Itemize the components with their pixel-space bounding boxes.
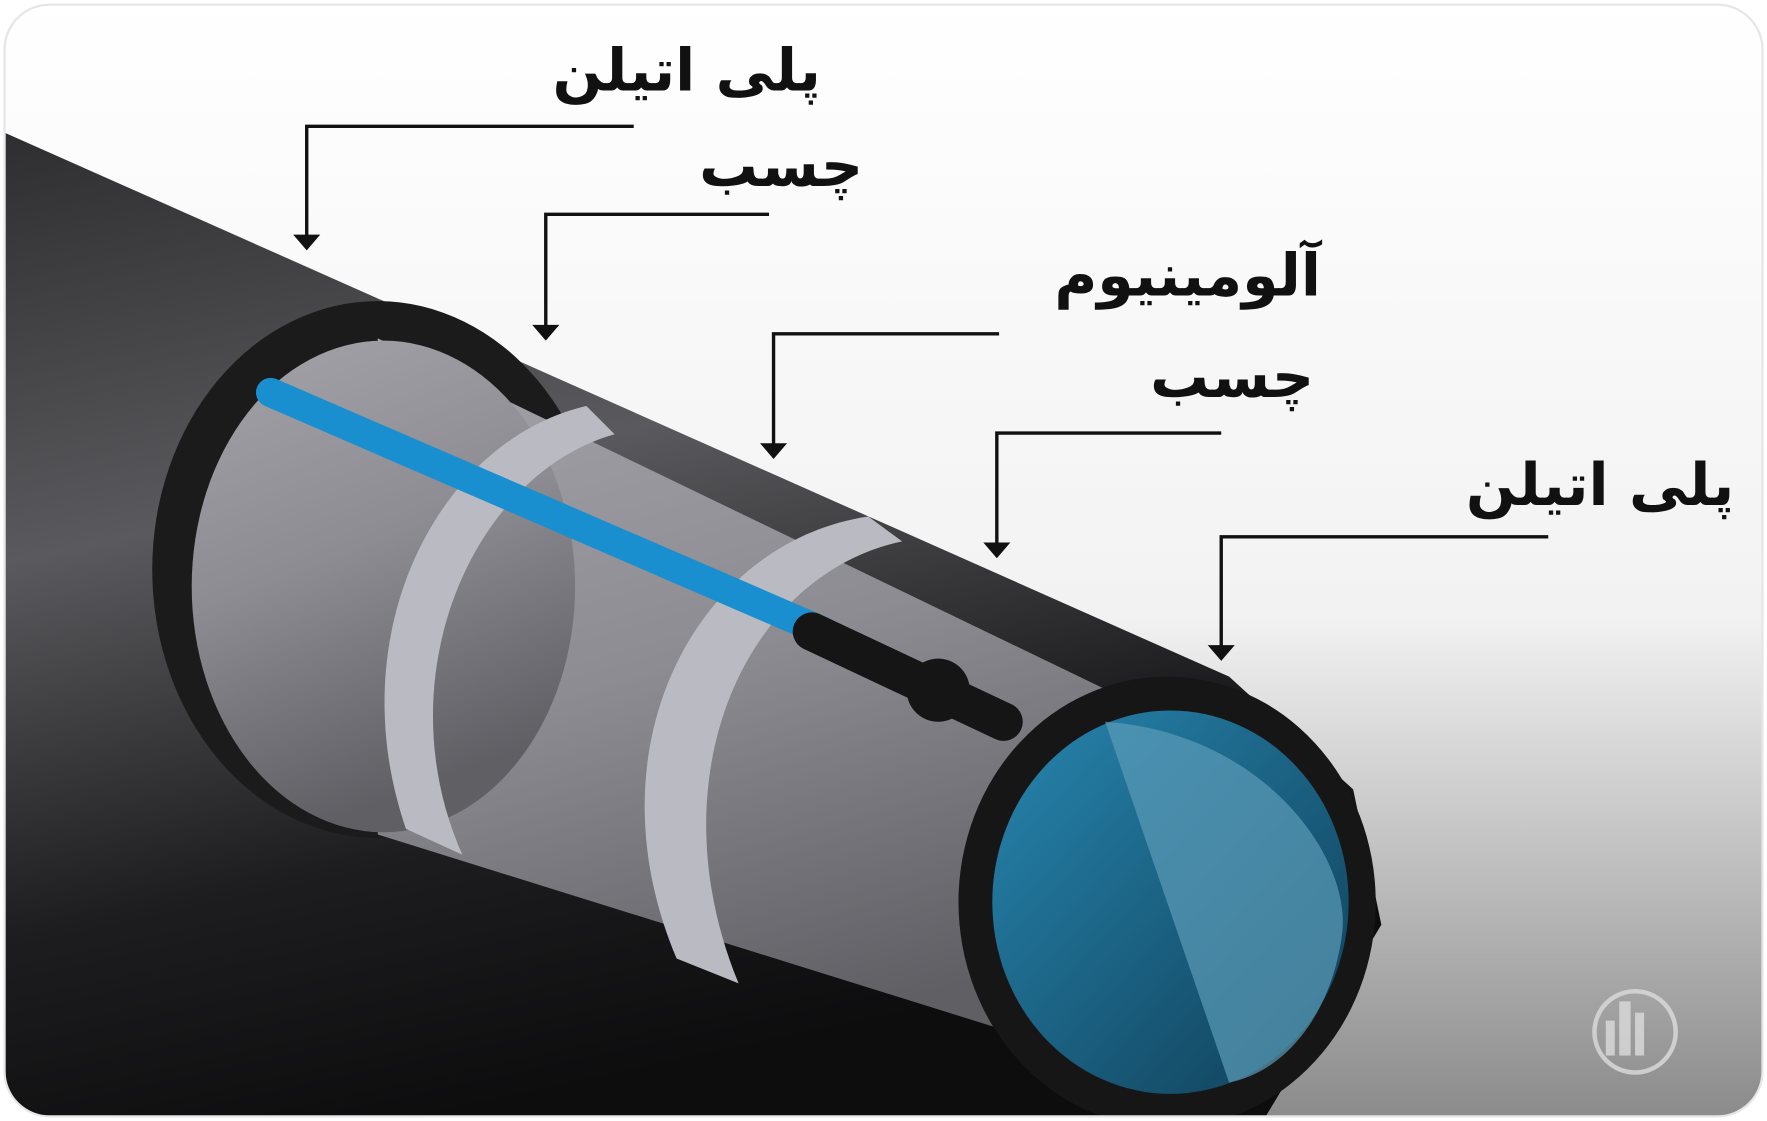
label-text: چسب [1150,343,1314,412]
label-text: چسب [699,132,863,201]
pipe-fitting [792,612,1023,741]
label-text: پلی اتیلن [1466,451,1734,520]
label-text: پلی اتیلن [553,36,821,105]
label-text: آلومینیوم [1054,239,1323,311]
inner-layer-opening [191,340,576,833]
label-outer-adhesive: چسب [532,132,863,341]
label-aluminium: آلومینیوم [760,239,1323,460]
label-inner-adhesive: چسب [983,343,1314,559]
arrow-icon [760,443,788,460]
blue-pex-line [255,377,838,647]
arrow-icon [1207,645,1235,661]
building-logo-icon [1592,989,1678,1075]
arrow-icon [983,542,1011,559]
adhesive-band-1 [384,406,615,855]
arrow-icon [532,324,560,341]
bore-highlight [1105,721,1343,1083]
label-outer-polyethylene: پلی اتیلن [293,36,821,251]
fitting-knob [906,658,970,722]
label-inner-polyethylene: پلی اتیلن [1207,451,1734,661]
adhesive-band-2 [644,516,903,984]
arrow-icon [293,234,321,251]
